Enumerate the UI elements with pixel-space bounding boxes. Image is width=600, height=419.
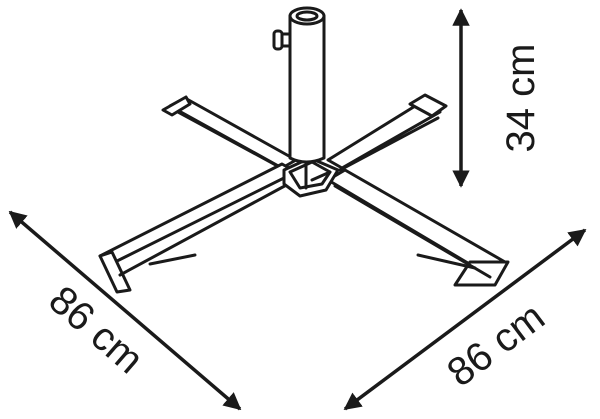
central-hub [282,156,340,198]
arm-back-right [326,93,448,172]
height-label: 34 cm [499,44,543,153]
umbrella-stand-drawing [98,6,510,294]
arm-front-right [326,168,510,287]
width-label: 86 cm [439,295,552,396]
arm-back-left [161,95,298,172]
dimension-arrows [8,8,587,411]
pole-tube [288,6,326,164]
width-arrow [343,228,587,411]
tightening-screw [272,29,292,51]
arm-front-left [98,162,298,294]
depth-arrow [8,210,242,411]
depth-label: 86 cm [40,278,151,383]
